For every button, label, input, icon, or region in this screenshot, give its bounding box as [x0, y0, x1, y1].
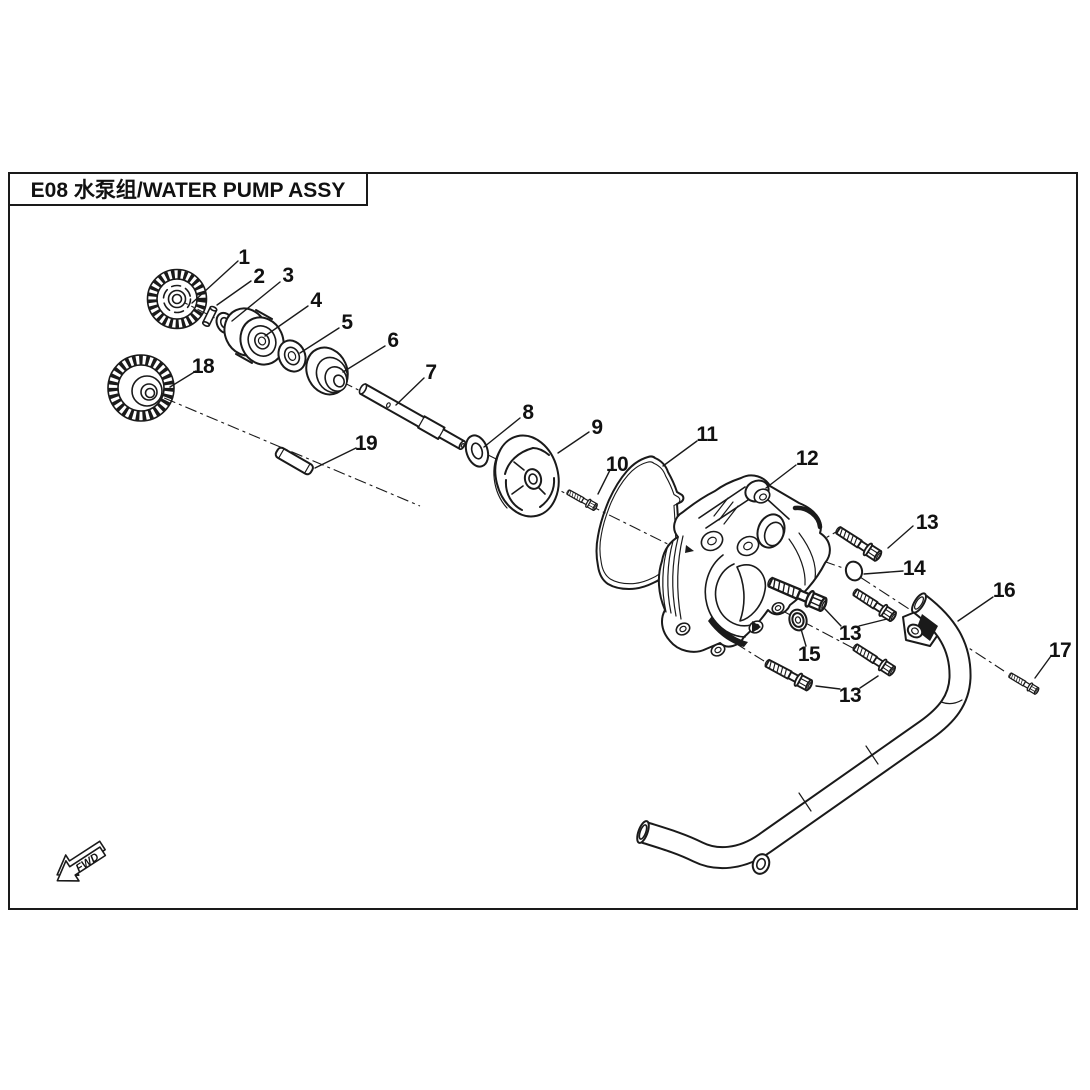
flange-bolt-top [832, 522, 885, 564]
callout-label: 14 [903, 557, 926, 580]
callout-label: 2 [253, 265, 264, 288]
callout-label: 18 [192, 355, 215, 378]
callout-5: 5 [299, 311, 354, 354]
callout-label: 7 [425, 361, 436, 384]
title-box: E08 水泵组/WATER PUMP ASSY [8, 172, 368, 206]
leader-line [863, 570, 904, 575]
callout-6: 6 [342, 329, 399, 373]
callout-11: 11 [662, 423, 719, 467]
water-pipe [636, 592, 972, 875]
callout-13-middle: 13 [824, 608, 888, 645]
axis-line-bolt-bottom [734, 642, 765, 662]
flange-bolt-mid-right [849, 585, 900, 625]
callout-label: 13 [916, 511, 938, 534]
callout-label: 13 [839, 622, 861, 645]
callout-18: 18 [169, 355, 215, 388]
seal-flange [305, 346, 349, 396]
callout-label: 16 [993, 579, 1015, 602]
callout-label: 19 [355, 432, 377, 455]
callout-1: 1 [191, 246, 251, 304]
dowel-pin [201, 305, 218, 328]
callout-label: 11 [696, 423, 718, 446]
gear-shaft-pin [274, 446, 314, 476]
callout-label: 3 [282, 264, 293, 287]
pump-cover [657, 474, 831, 657]
leader-line [662, 440, 698, 467]
leader-line [597, 469, 611, 495]
impeller [493, 434, 560, 518]
callout-9: 9 [557, 416, 603, 454]
callout-14: 14 [863, 557, 926, 580]
page-title: E08 水泵组/WATER PUMP ASSY [30, 179, 346, 202]
callout-2: 2 [216, 265, 265, 306]
leader-line [191, 260, 239, 304]
leader-line [800, 628, 807, 647]
callout-label: 17 [1049, 639, 1071, 662]
leader-line [859, 675, 879, 689]
flange-bolt-bottom-right [849, 640, 899, 679]
callout-19: 19 [314, 432, 378, 469]
pipe-bolt [1006, 670, 1041, 697]
callout-13-top: 13 [887, 511, 939, 549]
impeller-bolt [564, 487, 600, 513]
sealing-washer [788, 608, 808, 632]
callout-16: 16 [957, 579, 1016, 622]
callout-4: 4 [264, 289, 323, 337]
callout-label: 8 [522, 401, 534, 424]
leader-line [169, 370, 197, 388]
leader-line [342, 345, 386, 373]
callout-label: 13 [839, 684, 861, 707]
leader-line [858, 618, 888, 627]
o-ring [844, 560, 864, 582]
leader-line [231, 281, 281, 322]
callout-12: 12 [765, 447, 819, 489]
callout-13-bottom: 13 [815, 675, 879, 707]
leader-line [483, 417, 521, 448]
callout-15: 15 [798, 628, 821, 666]
water-pump-drive-gear [146, 268, 208, 330]
idle-gear [107, 354, 175, 422]
callout-3: 3 [231, 264, 294, 322]
callout-label: 5 [341, 311, 353, 334]
leader-line [299, 327, 340, 354]
callout-17: 17 [1034, 639, 1072, 679]
callout-label: 4 [310, 289, 322, 312]
callout-10: 10 [597, 453, 629, 495]
leader-line [264, 305, 309, 337]
leader-line [887, 525, 914, 549]
callouts: 1 2 3 4 5 6 7 [169, 246, 1072, 707]
leader-line [824, 608, 842, 627]
pump-shaft [358, 383, 466, 451]
leader-line [765, 464, 797, 489]
callout-8: 8 [483, 401, 535, 448]
fwd-arrow: FWD [56, 840, 107, 882]
oil-seal [277, 339, 307, 373]
leader-line [216, 280, 252, 306]
callout-label: 6 [387, 329, 398, 352]
callout-label: 10 [606, 453, 628, 476]
leader-line [557, 431, 590, 454]
pump-cover-gasket [595, 455, 685, 590]
leader-line [395, 377, 425, 406]
axis-line-idle-gear [142, 388, 421, 507]
drawing-frame [8, 172, 1078, 910]
bearing [223, 307, 285, 366]
callout-label: 9 [591, 416, 602, 439]
callout-7: 7 [395, 361, 437, 406]
callout-label: 15 [798, 643, 821, 666]
shaft-washer [464, 434, 490, 468]
leader-line [815, 685, 841, 690]
leader-line [957, 596, 994, 622]
leader-line [314, 447, 357, 469]
callout-label: 12 [796, 447, 818, 470]
callout-label: 1 [238, 246, 250, 269]
leader-line [1034, 655, 1052, 679]
